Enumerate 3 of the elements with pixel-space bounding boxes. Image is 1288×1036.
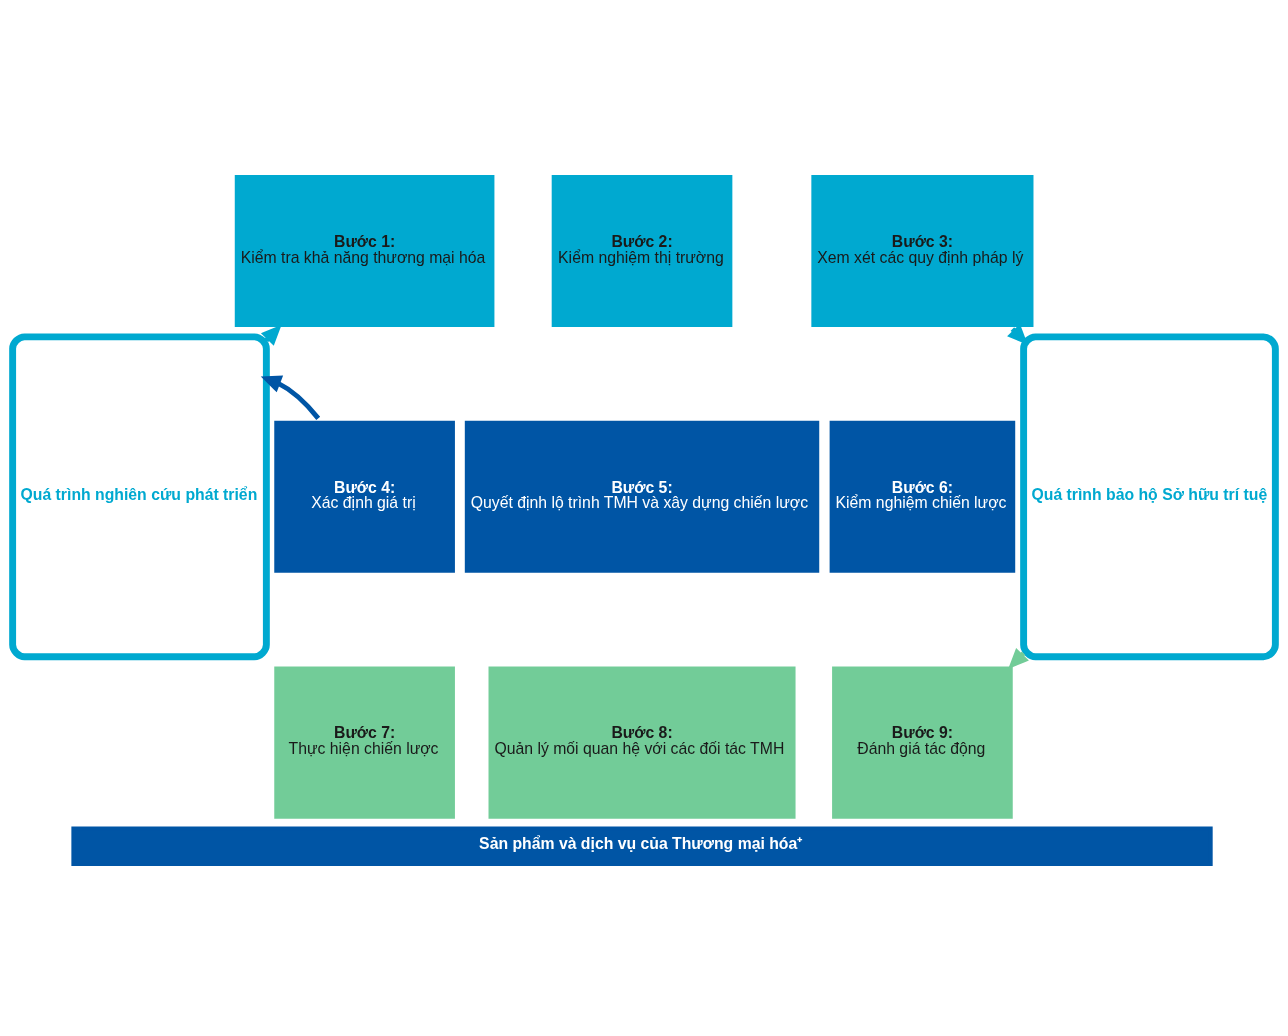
node-box: Sản phẩm và dịch vụ của Thương mại hóa⁺ — [71, 826, 1213, 866]
arrow — [260, 324, 282, 346]
arrow — [260, 375, 321, 420]
